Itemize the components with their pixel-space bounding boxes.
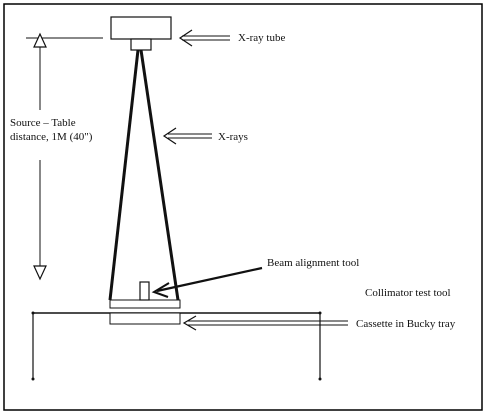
table-corner-right — [318, 311, 322, 315]
label-cassette-bucky-tray: Cassette in Bucky tray — [356, 318, 456, 330]
collimator-test-plate — [109, 299, 181, 309]
beam-alignment-pointer-icon — [151, 266, 263, 298]
xray-beam-right — [139, 49, 180, 301]
label-xrays: X-rays — [218, 131, 248, 143]
label-source-table-line1: Source – Table — [10, 117, 76, 129]
xray-tube-pointer-icon — [178, 29, 230, 47]
xray-beam-left — [108, 49, 140, 301]
cassette-pointer-icon — [182, 315, 348, 331]
xrays-pointer-icon — [162, 127, 212, 145]
distance-arrow-down-icon — [33, 265, 47, 281]
label-collimator-test-tool: Collimator test tool — [365, 287, 451, 299]
xray-tube-housing — [110, 16, 172, 40]
outer-frame — [3, 3, 483, 411]
label-source-table-line2: distance, 1M (40") — [10, 131, 93, 143]
table-leg-left-foot — [31, 377, 35, 381]
label-xray-tube: X-ray tube — [238, 32, 285, 44]
table-leg-right-foot — [318, 377, 322, 381]
xray-tube-port — [130, 38, 152, 51]
table-corner-left — [31, 311, 35, 315]
cassette-bucky-tray — [109, 312, 181, 325]
label-beam-alignment-tool: Beam alignment tool — [267, 257, 359, 269]
beam-alignment-tool — [139, 281, 150, 301]
